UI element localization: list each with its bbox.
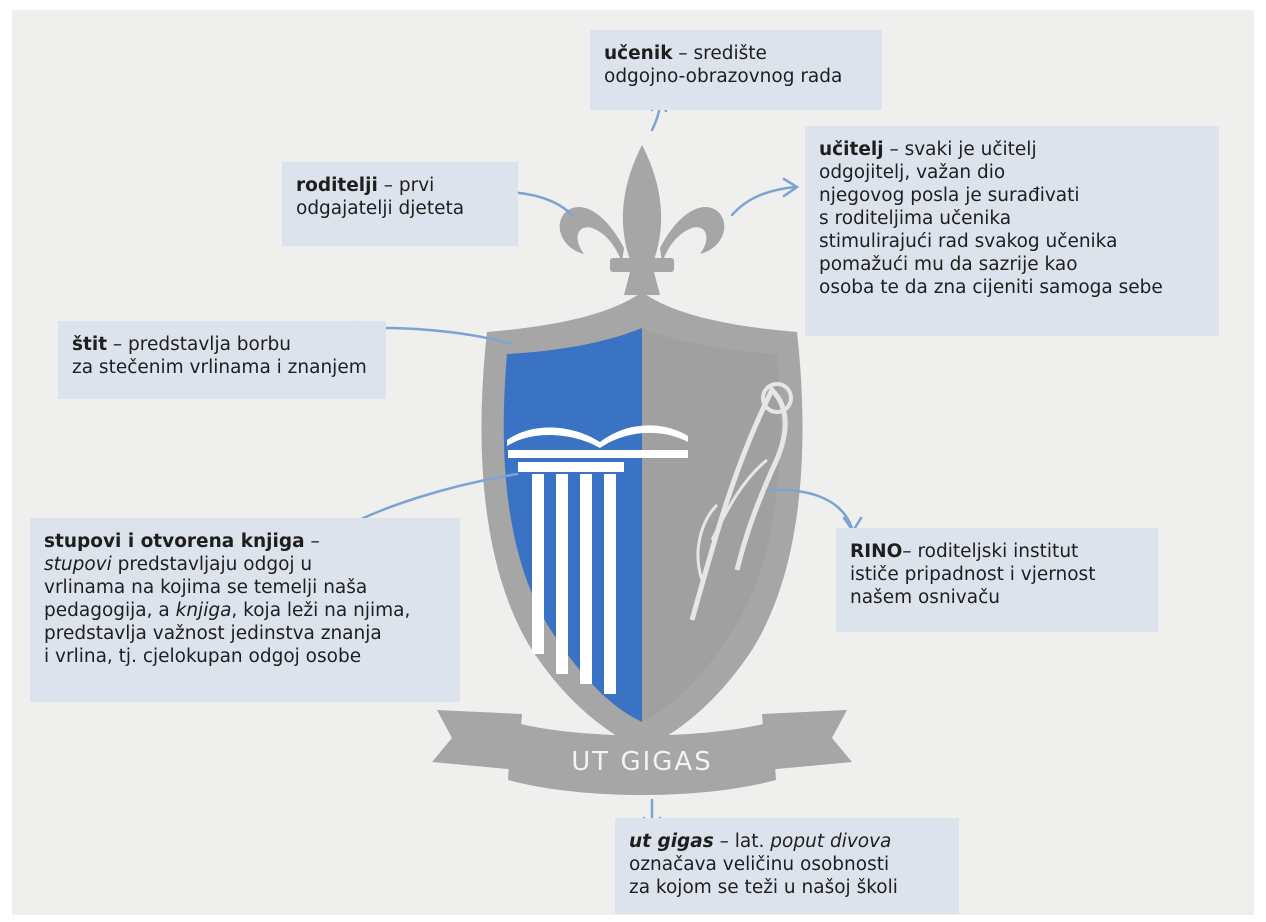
term-stupovi: stupovi i otvorena knjiga — [44, 531, 305, 552]
text-line: našem osnivaču — [850, 587, 1000, 608]
text-line: odgojitelj, važan dio — [819, 162, 1006, 183]
arrow-rino — [765, 488, 854, 530]
term-ucenik: učenik — [604, 43, 673, 64]
term-stit: štit — [72, 334, 108, 355]
diagram-canvas: UT GIGAS učenik – središte odgojno-obraz… — [12, 10, 1254, 915]
text-line: i vrlina, tj. cjelokupan odgoj osobe — [44, 646, 362, 667]
box-rino: RINO– roditeljski institut ističe pripad… — [836, 528, 1158, 632]
text-line: njegovog posla je surađivati — [819, 185, 1080, 206]
text-line: s roditeljima učenika — [819, 208, 1012, 229]
text-line: – središte — [672, 43, 767, 64]
box-stupovi: stupovi i otvorena knjiga – stupovi pred… — [30, 518, 460, 702]
box-ut-gigas: ut gigas – lat. poput divova označava ve… — [615, 818, 959, 914]
text-line: – roditeljski institut — [902, 541, 1079, 562]
term-rino: RINO — [850, 541, 903, 562]
crest-illustration: UT GIGAS — [327, 97, 863, 833]
text-line: pomažući mu da sazrije kao — [819, 254, 1078, 275]
text-line: osoba te da zna cijeniti samoga sebe — [819, 277, 1163, 298]
term-roditelji: roditelji — [296, 175, 378, 196]
text-fragment: pedagogija, a — [44, 600, 176, 621]
pillars-icon — [518, 462, 624, 694]
text-line: odgajatelji djeteta — [296, 198, 465, 219]
feather-icon — [689, 382, 793, 621]
motto-text: UT GIGAS — [571, 747, 712, 777]
emphasis-stupovi: stupovi — [44, 554, 112, 575]
arrow-ucitelj — [730, 185, 797, 217]
text-line: stimulirajući rad svakog učenika — [819, 231, 1118, 252]
shield-gray-half — [642, 328, 781, 722]
text-fragment: , koja leži na njima, — [231, 600, 411, 621]
text-line: – prvi — [377, 175, 435, 196]
text-line: za stečenim vrlinama i znanjem — [72, 357, 367, 378]
text-line: za kojom se teži u našoj školi — [629, 877, 898, 898]
text-line: vrlinama na kojima se temelji naša — [44, 577, 368, 598]
term-ut-gigas: ut gigas — [629, 831, 714, 852]
emphasis-poput-divova: poput divova — [770, 831, 892, 852]
box-ucitelj: učitelj – svaki je učitelj odgojitelj, v… — [805, 126, 1219, 336]
text-line: predstavljaju odgoj u — [111, 554, 313, 575]
text-line: ističe pripadnost i vjernost — [850, 564, 1096, 585]
text-line: – predstavlja borbu — [107, 334, 291, 355]
text-line: označava veličinu osobnosti — [629, 854, 890, 875]
text-line: predstavlja važnost jedinstva znanja — [44, 623, 382, 644]
text-dash: – — [304, 531, 320, 552]
term-ucitelj: učitelj — [819, 139, 884, 160]
open-book-icon — [507, 425, 688, 458]
box-ucenik: učenik – središte odgojno-obrazovnog rad… — [590, 30, 882, 110]
text-line: odgojno-obrazovnog rada — [604, 66, 843, 87]
box-stit: štit – predstavlja borbu za stečenim vrl… — [58, 321, 386, 399]
text-fragment: – lat. — [713, 831, 771, 852]
fleur-de-lis-icon — [559, 145, 725, 295]
emphasis-knjiga: knjiga — [175, 600, 232, 621]
box-roditelji: roditelji – prvi odgajatelji djeteta — [282, 162, 518, 246]
text-line: – svaki je učitelj — [883, 139, 1037, 160]
motto-ribbon — [432, 710, 852, 795]
